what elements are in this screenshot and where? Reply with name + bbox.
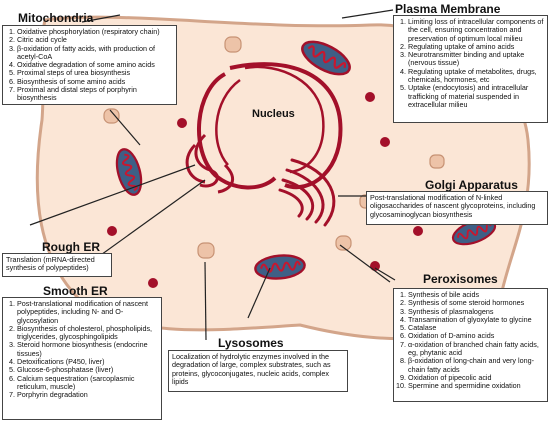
golgi-label: Golgi Apparatus (425, 178, 518, 192)
smooth-er-list: Post-translational modification of nasce… (6, 299, 158, 400)
list-item: Biosynthesis of some amino acids (17, 77, 173, 86)
list-item: Uptake (endocytosis) and intracellular t… (408, 84, 544, 109)
list-item: α-oxidation of branched chain fatty acid… (408, 340, 544, 358)
lysosomes-label: Lysosomes (218, 336, 284, 350)
list-item: Detoxifications (P450, liver) (17, 357, 158, 366)
list-item: Oxidative phosphorylation (respiratory c… (17, 27, 173, 36)
peroxisomes-info-box: Synthesis of bile acids Synthesis of som… (393, 288, 548, 402)
plasma-membrane-info-box: Limiting loss of intracellular component… (393, 15, 548, 123)
lysosomes-description: Localization of hydrolytic enzymes invol… (172, 352, 331, 386)
list-item: Steroid hormone biosynthesis (endocrine … (17, 341, 158, 358)
lysosomes-info-box: Localization of hydrolytic enzymes invol… (168, 350, 348, 392)
list-item: Proximal steps of urea biosynthesis (17, 69, 173, 78)
list-item: Biosynthesis of cholesterol, phospholipi… (17, 324, 158, 342)
golgi-description: Post-translational modification of N-lin… (370, 193, 536, 219)
rough-er-label: Rough ER (42, 240, 100, 254)
peroxisomes-label: Peroxisomes (423, 272, 498, 286)
golgi (278, 158, 336, 227)
list-item: Synthesis of plasmalogens (408, 307, 544, 316)
list-item: Regulating uptake of metabolites, drugs,… (408, 67, 544, 85)
rough-er-info-box: Translation (mRNA-directed synthesis of … (2, 253, 112, 277)
list-item: Spermine and spermidine oxidation (408, 381, 544, 390)
plasma-membrane-label: Plasma Membrane (395, 2, 501, 16)
mitochondria-list: Oxidative phosphorylation (respiratory c… (6, 27, 173, 103)
list-item: Regulating uptake of amino acids (408, 42, 544, 51)
list-item: Catalase (408, 323, 544, 332)
mitochondria-info-box: Oxidative phosphorylation (respiratory c… (2, 25, 177, 105)
smooth-er-info-box: Post-translational modification of nasce… (2, 297, 162, 420)
list-item: Post-translational modification of nasce… (17, 299, 158, 325)
list-item: Proximal and distal steps of porphyrin b… (17, 86, 173, 103)
list-item: Oxidation of D-amino acids (408, 332, 544, 341)
list-item: Porphyrin degradation (17, 390, 158, 399)
list-item: Oxidative degradation of some amino acid… (17, 60, 173, 69)
list-item: Limiting loss of intracellular component… (408, 17, 544, 43)
list-item: Calcium sequestration (sarcoplasmic reti… (17, 374, 158, 392)
smooth-er-label: Smooth ER (43, 284, 108, 298)
list-item: Synthesis of bile acids (408, 290, 544, 299)
list-item: β-oxidation of fatty acids, with product… (17, 44, 173, 62)
nucleus-label: Nucleus (252, 108, 295, 120)
peroxisomes-list: Synthesis of bile acids Synthesis of som… (397, 290, 544, 391)
list-item: Synthesis of some steroid hormones (408, 298, 544, 307)
golgi-info-box: Post-translational modification of N-lin… (366, 191, 548, 225)
mitochondria-label: Mitochondria (18, 11, 94, 25)
list-item: Oxidation of pipecolic acid (408, 373, 544, 382)
list-item: Neurotransmitter binding and uptake (ner… (408, 51, 544, 68)
list-item: β-oxidation of long-chain and very long-… (408, 357, 544, 374)
list-item: Citric acid cycle (17, 35, 173, 44)
plasma-membrane-list: Limiting loss of intracellular component… (397, 17, 544, 109)
list-item: Glucose-6-phosphatase (liver) (17, 366, 158, 375)
rough-er (185, 133, 235, 194)
list-item: Transamination of glyoxylate to glycine (408, 315, 544, 324)
rough-er-description: Translation (mRNA-directed synthesis of … (6, 255, 95, 273)
